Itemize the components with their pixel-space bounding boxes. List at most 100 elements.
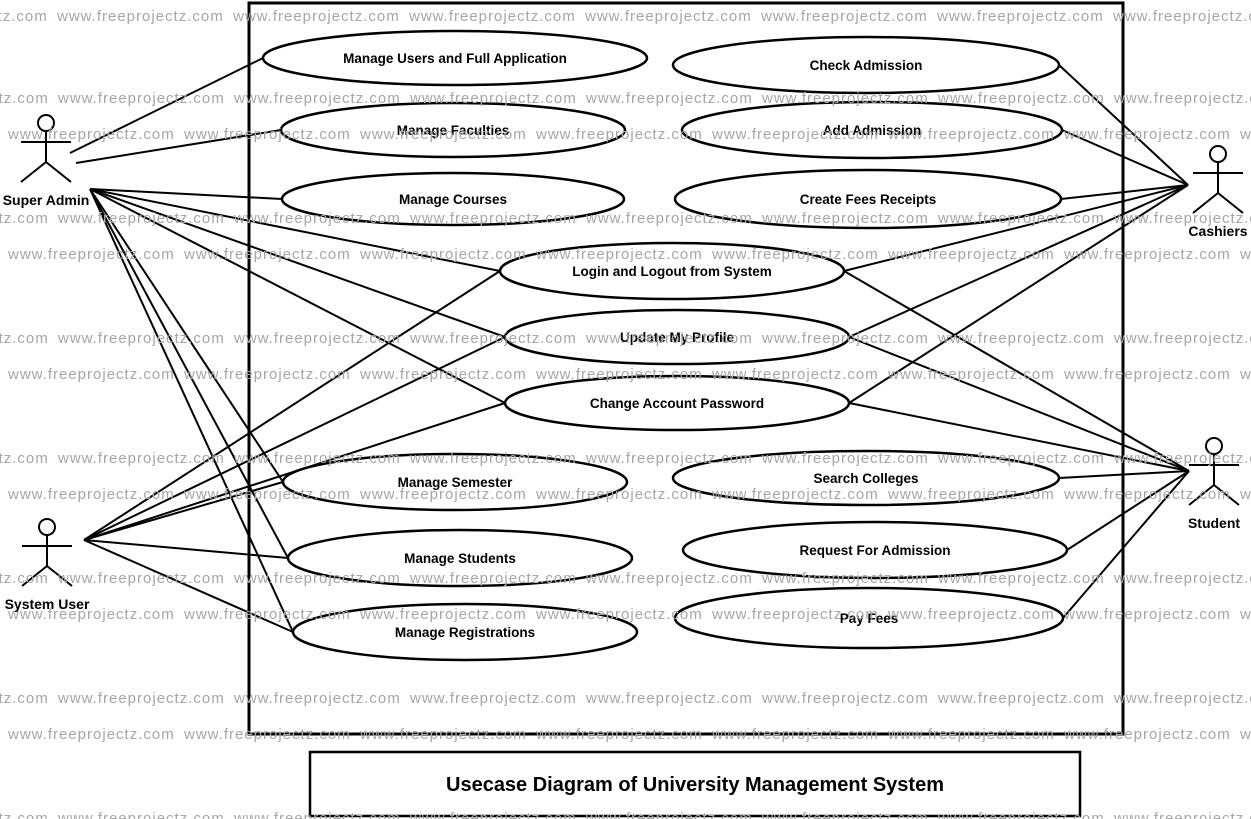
watermark-text: www.freeprojectz.com xyxy=(183,366,351,383)
watermark-text: www.freeprojectz.com xyxy=(57,690,225,707)
watermark-text: www.freeprojectz.com xyxy=(711,726,879,743)
usecase-label: Manage Semester xyxy=(398,475,514,490)
usecase-label: Manage Courses xyxy=(399,192,507,207)
watermark-text: www.freeprojectz.com xyxy=(233,690,401,707)
student-left-leg xyxy=(1188,484,1215,506)
watermark-text: www.freeprojectz.com xyxy=(535,606,703,623)
usecase-label: Check Admission xyxy=(810,58,923,73)
usecase-ellipse xyxy=(680,100,1064,160)
watermark-text: www.freeprojectz.com xyxy=(0,810,49,819)
watermark-text: www.freeprojectz.com xyxy=(711,486,879,503)
watermark-text: www.freeprojectz.com xyxy=(585,690,753,707)
watermark-text: www.freeprojectz.com xyxy=(183,246,351,263)
watermark-text: www.freeprojectz.com xyxy=(1063,726,1231,743)
watermark-text: www.freeprojectz.com xyxy=(0,90,49,107)
watermark-text: www.freeprojectz.com xyxy=(1113,690,1251,707)
diagram-title: Usecase Diagram of University Management… xyxy=(446,774,944,796)
usecase-ellipse xyxy=(673,586,1065,650)
usecase-label: Manage Registrations xyxy=(395,625,535,640)
watermark-text: www.freeprojectz.com xyxy=(1063,486,1231,503)
watermark-text: www.freeprojectz.com xyxy=(1113,90,1251,107)
watermark-text: www.freeprojectz.com xyxy=(7,486,175,503)
watermark-text: www.freeprojectz.com xyxy=(359,486,527,503)
connection-cashiers-add-admission xyxy=(1061,129,1189,186)
usecase-manage-courses: Manage Courses xyxy=(280,171,626,227)
watermark-text: www.freeprojectz.com xyxy=(0,450,49,467)
usecase-label: Update My Profile xyxy=(620,330,735,345)
usecase-label: Change Account Password xyxy=(590,396,764,411)
usecase-manage-registrations: Manage Registrations xyxy=(291,602,639,662)
watermark-text: www.freeprojectz.com xyxy=(1239,366,1251,383)
system-boundary xyxy=(247,1,1125,736)
watermark-text: www.freeprojectz.com xyxy=(359,126,527,143)
watermark-text: www.freeprojectz.com xyxy=(936,8,1104,25)
connection-student-update-profile xyxy=(848,336,1190,472)
watermark-text: www.freeprojectz.com xyxy=(57,90,225,107)
super-admin-left-leg xyxy=(20,161,47,183)
usecase-ellipse xyxy=(503,374,851,432)
watermark-text: www.freeprojectz.com xyxy=(711,246,879,263)
usecase-label: Manage Students xyxy=(404,551,516,566)
usecase-ellipse xyxy=(681,520,1069,580)
watermark-text: www.freeprojectz.com xyxy=(7,126,175,143)
watermark-text: www.freeprojectz.com xyxy=(233,210,401,227)
watermark-text: www.freeprojectz.com xyxy=(183,486,351,503)
watermark-text: www.freeprojectz.com xyxy=(584,8,752,25)
watermark-text: www.freeprojectz.com xyxy=(409,810,577,819)
watermark-text: www.freeprojectz.com xyxy=(1239,606,1251,623)
cashiers-right-leg xyxy=(1217,192,1244,214)
watermark-text: www.freeprojectz.com xyxy=(887,606,1055,623)
watermark-text: www.freeprojectz.com xyxy=(409,570,577,587)
watermark-text: www.freeprojectz.com xyxy=(1239,126,1251,143)
watermark-text: www.freeprojectz.com xyxy=(887,366,1055,383)
watermark-text: www.freeprojectz.com xyxy=(1063,606,1231,623)
watermark-text: www.freeprojectz.com xyxy=(7,726,175,743)
connection-cashiers-change-password xyxy=(848,184,1189,404)
connection-student-pay-fees xyxy=(1062,470,1190,619)
watermark-text: www.freeprojectz.com xyxy=(7,366,175,383)
watermark-text: www.freeprojectz.com xyxy=(760,8,928,25)
connection-student-login-logout xyxy=(843,270,1190,472)
connection-student-change-password xyxy=(848,402,1190,472)
usecase-ellipse xyxy=(503,308,851,366)
actor-student: Student xyxy=(1188,437,1240,531)
watermark-text: www.freeprojectz.com xyxy=(711,606,879,623)
student-right-leg xyxy=(1213,484,1240,506)
usecase-create-fees-receipts: Create Fees Receipts xyxy=(673,168,1063,230)
watermark-text: www.freeprojectz.com xyxy=(233,570,401,587)
actor-label: Super Admin xyxy=(3,192,90,208)
usecase-change-password: Change Account Password xyxy=(503,374,851,432)
watermark-text: www.freeprojectz.com xyxy=(535,726,703,743)
cashiers-head xyxy=(1209,145,1227,163)
watermark-text: www.freeprojectz.com xyxy=(359,606,527,623)
watermark-text: www.freeprojectz.com xyxy=(183,606,351,623)
watermark-text: www.freeprojectz.com xyxy=(409,690,577,707)
watermark-text: www.freeprojectz.com xyxy=(761,690,929,707)
watermark-text: www.freeprojectz.com xyxy=(1113,210,1251,227)
watermark-text: www.freeprojectz.com xyxy=(359,366,527,383)
watermark-text: www.freeprojectz.com xyxy=(233,90,401,107)
watermark-text: www.freeprojectz.com xyxy=(57,570,225,587)
watermark-text: www.freeprojectz.com xyxy=(887,486,1055,503)
watermark-text: www.freeprojectz.com xyxy=(0,690,49,707)
watermark-text: www.freeprojectz.com xyxy=(1113,450,1251,467)
super-admin-right-leg xyxy=(45,161,72,183)
usecase-add-admission: Add Admission xyxy=(680,100,1064,160)
system-user-right-leg xyxy=(46,565,73,587)
watermark-text: www.freeprojectz.com xyxy=(409,210,577,227)
watermark-text: www.freeprojectz.com xyxy=(761,210,929,227)
usecase-label: Add Admission xyxy=(823,123,922,138)
watermark-text: www.freeprojectz.com xyxy=(57,330,225,347)
system-user-left-leg xyxy=(21,565,48,587)
connection-system-user-manage-students xyxy=(83,539,289,559)
usecase-ellipse xyxy=(261,29,649,87)
actor-label: Cashiers xyxy=(1188,223,1247,239)
watermark-text: www.freeprojectz.com xyxy=(937,330,1105,347)
watermark-text: www.freeprojectz.com xyxy=(585,450,753,467)
watermark-text: www.freeprojectz.com xyxy=(1113,810,1251,819)
watermark-text: www.freeprojectz.com xyxy=(408,8,576,25)
watermark-text: www.freeprojectz.com xyxy=(937,210,1105,227)
watermark-text: www.freeprojectz.com xyxy=(711,366,879,383)
watermark-text: www.freeprojectz.com xyxy=(1239,246,1251,263)
